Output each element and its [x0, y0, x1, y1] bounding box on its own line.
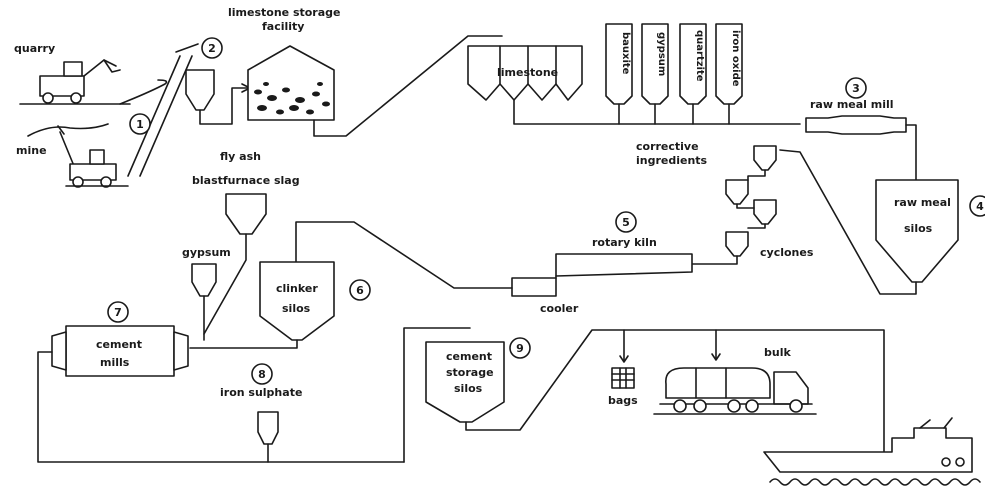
step-marker-6: 6	[349, 279, 371, 301]
limestone-silos	[467, 45, 583, 101]
step-marker-5: 5	[615, 211, 637, 233]
label-clinker-silos-2: silos	[282, 302, 311, 315]
cyclones	[725, 145, 777, 257]
label-cement-storage-3: silos	[454, 382, 483, 395]
corrective-ingredient-silos	[605, 23, 743, 105]
label-cement-storage-1: cement	[446, 350, 492, 363]
crusher-hopper	[185, 69, 251, 125]
raw-meal-mill	[805, 115, 907, 135]
label-mine: mine	[16, 144, 47, 157]
rotary-kiln	[555, 253, 693, 277]
step-marker-9: 9	[509, 337, 531, 359]
step-marker-4: 4	[969, 195, 985, 217]
svg-text:1: 1	[136, 118, 144, 131]
label-limestone-storage-1: limestone storage	[228, 6, 341, 19]
raw-meal-silos	[875, 179, 959, 283]
label-limestone-storage-2: facility	[262, 20, 304, 33]
limestone-storage-facility	[247, 45, 335, 121]
label-bauxite: bauxite	[620, 32, 631, 75]
label-cement-mills-1: cement	[96, 338, 142, 351]
label-clinker-silos-1: clinker	[276, 282, 318, 295]
gypsum-hopper	[191, 263, 217, 297]
label-quartzite: quartzite	[694, 30, 705, 82]
svg-text:6: 6	[356, 284, 364, 297]
label-raw-meal-silos-2: silos	[904, 222, 933, 235]
label-bulk: bulk	[764, 346, 791, 359]
label-iron-oxide: iron oxide	[730, 30, 741, 87]
cement-mills	[51, 325, 189, 377]
svg-text:3: 3	[852, 82, 860, 95]
label-cement-mills-2: mills	[100, 356, 130, 369]
step-marker-2: 2	[201, 37, 223, 59]
label-raw-meal-mill: raw meal mill	[810, 98, 894, 111]
label-bags: bags	[608, 394, 638, 407]
svg-text:4: 4	[976, 200, 984, 213]
bags-icon	[611, 367, 635, 389]
step-marker-7: 7	[107, 301, 129, 323]
svg-text:2: 2	[208, 42, 216, 55]
ship-icon	[763, 417, 981, 486]
bulk-tanker-truck-icon	[653, 367, 817, 415]
label-blastfurnace-slag: blastfurnace slag	[192, 174, 300, 187]
label-iron-sulphate: iron sulphate	[220, 386, 302, 399]
label-rotary-kiln: rotary kiln	[592, 236, 657, 249]
label-corrective-1: corrective	[636, 140, 699, 153]
label-cooler: cooler	[540, 302, 579, 315]
label-cyclones: cyclones	[760, 246, 814, 259]
fly-ash-hopper	[225, 193, 267, 235]
svg-text:8: 8	[258, 368, 266, 381]
quarry-excavator-icon	[19, 59, 168, 105]
label-limestone: limestone	[497, 66, 558, 79]
clinker-silos	[259, 261, 335, 341]
svg-text:9: 9	[516, 342, 524, 355]
label-cement-storage-2: storage	[446, 366, 494, 379]
step-marker-8: 8	[251, 363, 273, 385]
step-marker-1: 1	[129, 113, 151, 135]
label-quarry: quarry	[14, 42, 55, 55]
svg-text:5: 5	[622, 216, 630, 229]
label-fly-ash: fly ash	[220, 150, 261, 163]
cooler	[511, 277, 557, 297]
label-gypsum-top: gypsum	[656, 32, 667, 76]
label-raw-meal-silos-1: raw meal	[894, 196, 951, 209]
svg-text:7: 7	[114, 306, 122, 319]
label-corrective-2: ingredients	[636, 154, 708, 167]
cement-storage-silos	[425, 341, 505, 423]
step-marker-3: 3	[845, 77, 867, 99]
iron-sulphate-hopper	[257, 411, 279, 445]
mine-excavator-icon	[27, 123, 129, 188]
label-gypsum: gypsum	[182, 246, 231, 259]
